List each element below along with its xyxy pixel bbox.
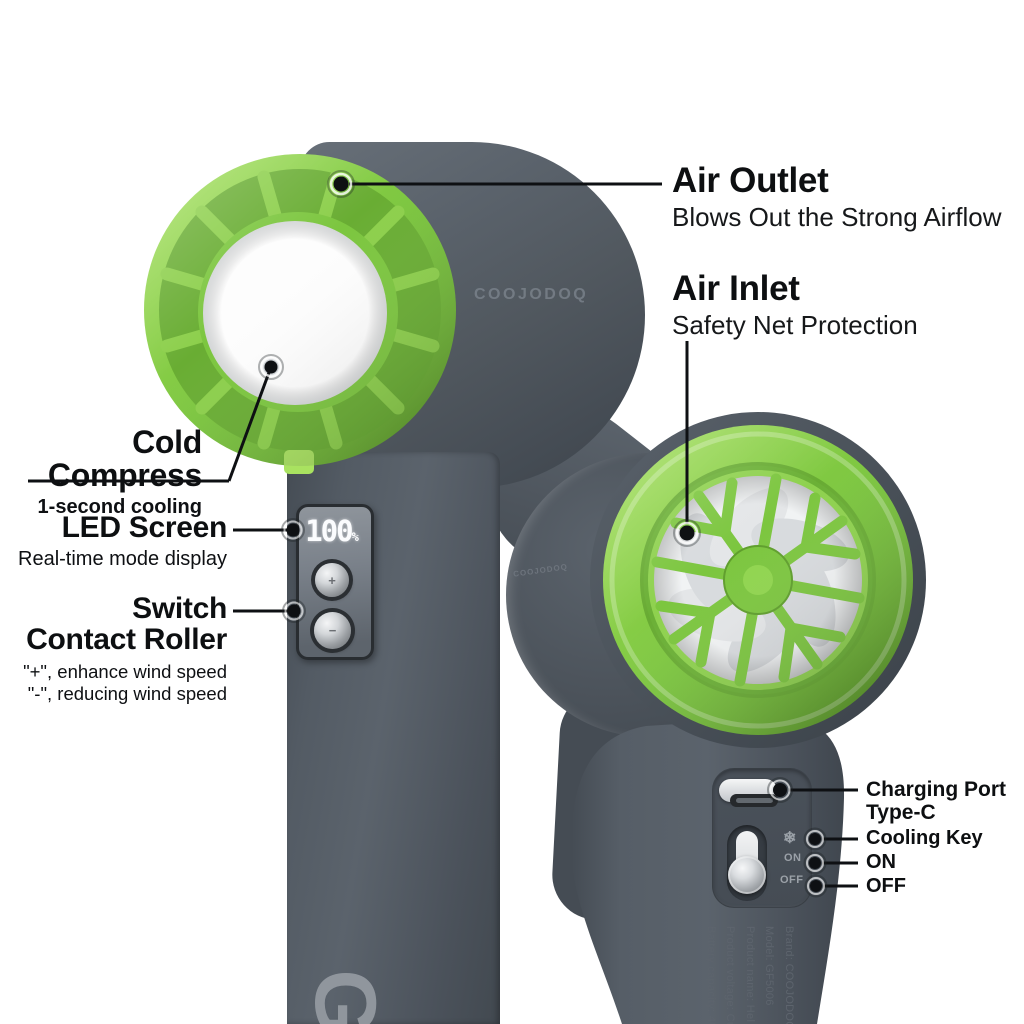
- air-inlet-grille: [590, 412, 926, 748]
- charging-port-type: Type-C: [866, 801, 936, 824]
- charging-port-title: Charging Port: [866, 778, 1006, 801]
- spec-line: Model: GF5006: [763, 926, 776, 1006]
- percent-unit: %: [351, 530, 359, 544]
- off-marking: OFF: [780, 874, 804, 886]
- plus-roller-button: +: [315, 563, 349, 597]
- power-slider-track: [727, 825, 767, 901]
- led-screen-subtitle: Real-time mode display: [18, 548, 227, 571]
- charging-port-typec: [719, 779, 778, 807]
- callout-led-screen: LED Screen Real-time mode display: [0, 512, 227, 571]
- cold-compress-subtitle: 1-second cooling: [37, 495, 202, 518]
- air-outlet-subtitle: Blows Out the Strong Airflow: [672, 202, 1002, 233]
- callout-off: OFF: [866, 875, 906, 897]
- air-inlet-subtitle: Safety Net Protection: [672, 310, 918, 341]
- led-screen-panel: 100% + −: [296, 504, 374, 660]
- plus-mark: +: [328, 572, 336, 588]
- air-inlet-title: Air Inlet: [672, 269, 800, 308]
- callout-cooling-key: Cooling Key: [866, 827, 983, 849]
- spec-line: Brand: COOJODOQ: [783, 926, 795, 1024]
- callout-on: ON: [866, 851, 896, 873]
- right-fan-head: [590, 412, 926, 748]
- switch-title-line2: Contact Roller: [26, 623, 227, 657]
- callout-switch-roller: Switch Contact Roller "+", enhance wind …: [0, 593, 227, 705]
- battery-percent-value: 100: [305, 514, 353, 548]
- on-marking: ON: [784, 852, 802, 864]
- charging-port-tongue: [736, 798, 773, 803]
- callout-air-outlet: Air Outlet Blows Out the Strong Airflow: [672, 161, 1002, 233]
- etched-spec-text: Brand: COOJODOQ Model: GF5006 Product na…: [701, 926, 799, 1024]
- spec-line: Product name: Hel: [744, 926, 756, 1023]
- callout-charging-port: Charging Port Type-C: [866, 778, 1006, 824]
- cold-compress-title: Cold Compress: [47, 424, 202, 494]
- control-recess-panel: [712, 768, 812, 908]
- switch-note-plus: "+", enhance wind speed: [23, 661, 227, 683]
- brand-letter-mark: G: [297, 969, 394, 1024]
- snowflake-icon: ❄: [783, 830, 797, 847]
- power-slider-knob: [728, 856, 766, 894]
- led-screen-title: LED Screen: [61, 511, 228, 544]
- spec-line: Battery capacity: 40: [705, 926, 717, 1024]
- brand-logo-left: COOJODOQ: [474, 286, 589, 303]
- callout-cold-compress: Cold Compress 1-second cooling: [0, 424, 203, 519]
- air-outlet-title: Air Outlet: [672, 161, 829, 200]
- callout-air-inlet: Air Inlet Safety Net Protection: [672, 269, 918, 341]
- switch-note-minus: "-", reducing wind speed: [27, 683, 227, 705]
- minus-roller-button: −: [314, 612, 351, 649]
- led-display: 100%: [299, 514, 365, 548]
- switch-title-line1: Switch: [132, 592, 227, 625]
- minus-mark: −: [328, 623, 337, 638]
- spec-line: Product voltage: Cu: [724, 926, 737, 1024]
